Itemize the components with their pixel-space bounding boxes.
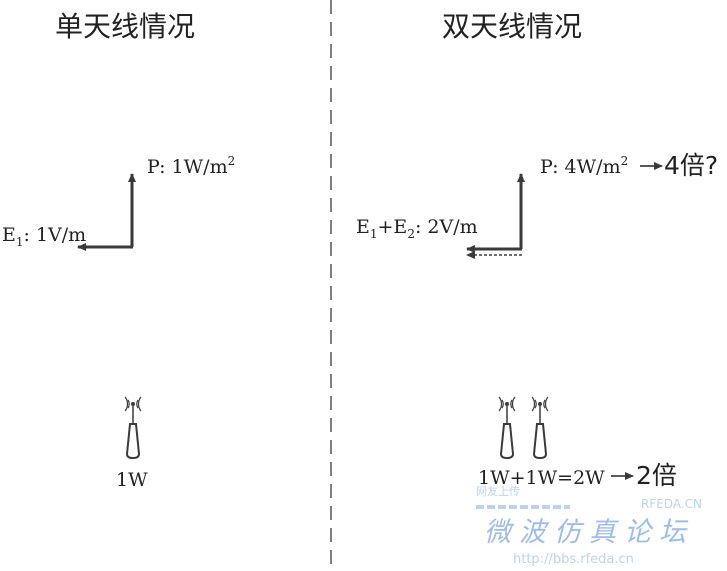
right-power-exp: 2 bbox=[621, 154, 629, 168]
right-source-result: 2倍 bbox=[636, 461, 677, 490]
watermark-top-left: 网友上传 bbox=[476, 484, 520, 498]
left-power-exp: 2 bbox=[228, 154, 236, 168]
right-panel: 双天线情况 P: 4W/m2 4倍? E1+E2: 2V/m 1W+1W=2W … bbox=[356, 10, 718, 490]
left-source-label: 1W bbox=[116, 469, 148, 491]
watermark-forum: 微波仿真论坛 bbox=[484, 517, 694, 548]
left-power-label: P: 1W/m2 bbox=[147, 154, 235, 178]
left-title: 单天线情况 bbox=[55, 10, 195, 43]
antenna-icon bbox=[498, 396, 516, 459]
right-power-label: P: 4W/m2 bbox=[540, 154, 628, 178]
left-panel: 单天线情况 P: 1W/m2 E1: 1V/m 1W bbox=[2, 10, 235, 491]
right-field-sub-a: 1 bbox=[370, 227, 378, 241]
antenna-icon bbox=[124, 396, 142, 459]
left-field-label: E1: 1V/m bbox=[2, 224, 86, 249]
watermark-url: http://bbs.rfeda.cn bbox=[513, 552, 634, 567]
right-field-sub-b: 2 bbox=[407, 227, 415, 241]
watermark-brand: RFEDA.CN bbox=[641, 497, 702, 511]
right-power-result: 4倍? bbox=[664, 151, 718, 180]
antenna-icon bbox=[531, 396, 549, 459]
watermark: 网友上传 RFEDA.CN 微波仿真论坛 http://bbs.rfeda.cn bbox=[476, 484, 702, 567]
right-source-label: 1W+1W=2W bbox=[478, 467, 605, 489]
right-field-label: E1+E2: 2V/m bbox=[356, 216, 478, 241]
left-field-sub: 1 bbox=[16, 235, 24, 249]
right-title: 双天线情况 bbox=[442, 10, 582, 43]
